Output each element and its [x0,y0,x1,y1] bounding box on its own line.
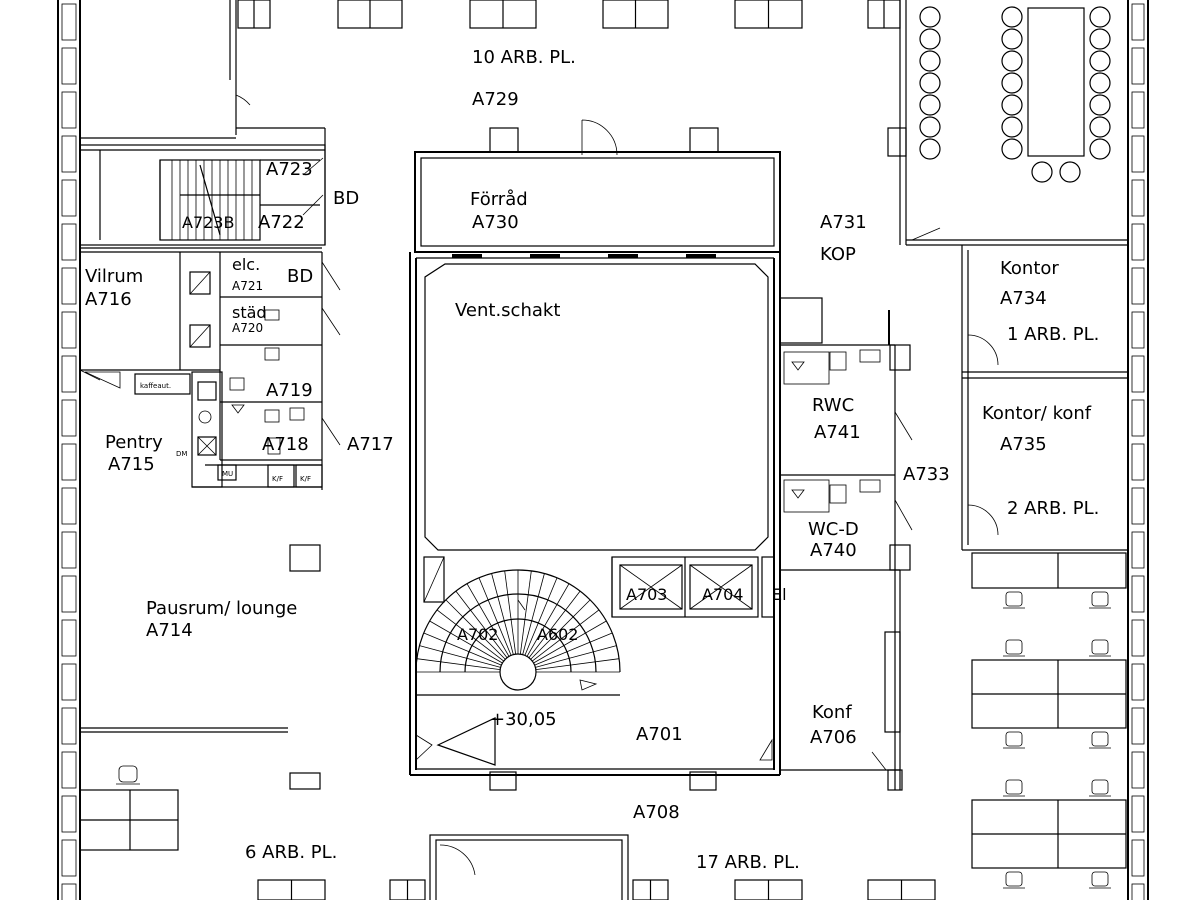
label-a708: A708 [633,802,680,823]
label-vilrum: Vilrum [85,266,143,287]
label-a735: A735 [1000,434,1047,455]
bottom-partitions [429,834,629,900]
label-a715: A715 [108,454,155,475]
right-window-mullions [1131,3,1145,900]
label-a729: A729 [472,89,519,110]
label-kf-2: K/F [300,475,311,483]
label-a704: A704 [702,585,743,604]
label-kaffeaut: kaffeaut. [140,382,171,390]
label-dm: DM [176,450,187,458]
label-a701: A701 [636,724,683,745]
label-2-arb-pl: 2 ARB. PL. [1007,498,1099,519]
label-bd-top: BD [333,188,359,209]
offices-right [961,245,1128,551]
label-a717: A717 [347,434,394,455]
label-a730: A730 [472,212,519,233]
label-a733: A733 [903,464,950,485]
label-forrad: Förråd [470,189,528,210]
label-a702: A702 [457,625,498,644]
label-kontor: Kontor [1000,258,1059,279]
label-a714: A714 [146,620,193,641]
label-1-arb-pl: 1 ARB. PL. [1007,324,1099,345]
spiral-stair [415,569,621,730]
stair-core-left [79,144,326,246]
label-konf: Konf [812,702,852,723]
label-kf-1: K/F [272,475,283,483]
conference-room [887,0,1128,246]
label-bd-lower: BD [287,266,313,287]
label-pentry: Pentry [105,432,163,453]
lounge-area [79,544,321,851]
label-a719: A719 [266,380,313,401]
label-a740: A740 [810,540,857,561]
label-a721: A721 [232,279,263,293]
top-partitions [80,0,326,245]
right-workstations [971,552,1127,889]
bottom-windows [257,879,936,900]
label-a723: A723 [266,159,313,180]
label-kontor-konf: Kontor/ konf [982,403,1092,424]
label-a703: A703 [626,585,667,604]
label-stad: städ [232,303,267,322]
label-a706: A706 [810,727,857,748]
label-17-arb-pl: 17 ARB. PL. [696,852,800,873]
label-a720: A720 [232,321,263,335]
label-a716: A716 [85,289,132,310]
label-a602: A602 [537,625,578,644]
room-labels: 10 ARB. PL. A729 Förråd A730 A731 KOP A7… [85,47,1099,873]
label-6-arb-pl: 6 ARB. PL. [245,842,337,863]
label-kop: KOP [820,244,856,265]
label-a722: A722 [258,212,305,233]
label-a734: A734 [1000,288,1047,309]
label-a723b: A723B [182,213,234,232]
label-pausrum: Pausrum/ lounge [146,598,297,619]
central-core [409,119,781,791]
left-window-mullions [61,3,77,900]
label-a731: A731 [820,212,867,233]
label-vent-schakt: Vent.schakt [455,300,560,321]
label-10-arb-pl: 10 ARB. PL. [472,47,576,68]
lifts [611,556,775,770]
level-marker [436,717,496,766]
label-a718: A718 [262,434,309,455]
label-level: +30,05 [490,709,557,730]
label-el: El [772,585,787,604]
top-windows [237,0,901,29]
label-elc: elc. [232,255,260,274]
label-a741: A741 [814,422,861,443]
label-mu: MU [222,470,233,478]
door-swing-left [415,734,433,761]
left-service-rooms [79,247,341,490]
right-service-rooms [759,297,913,791]
label-rwc: RWC [812,395,854,416]
label-wc-d: WC-D [808,519,859,540]
